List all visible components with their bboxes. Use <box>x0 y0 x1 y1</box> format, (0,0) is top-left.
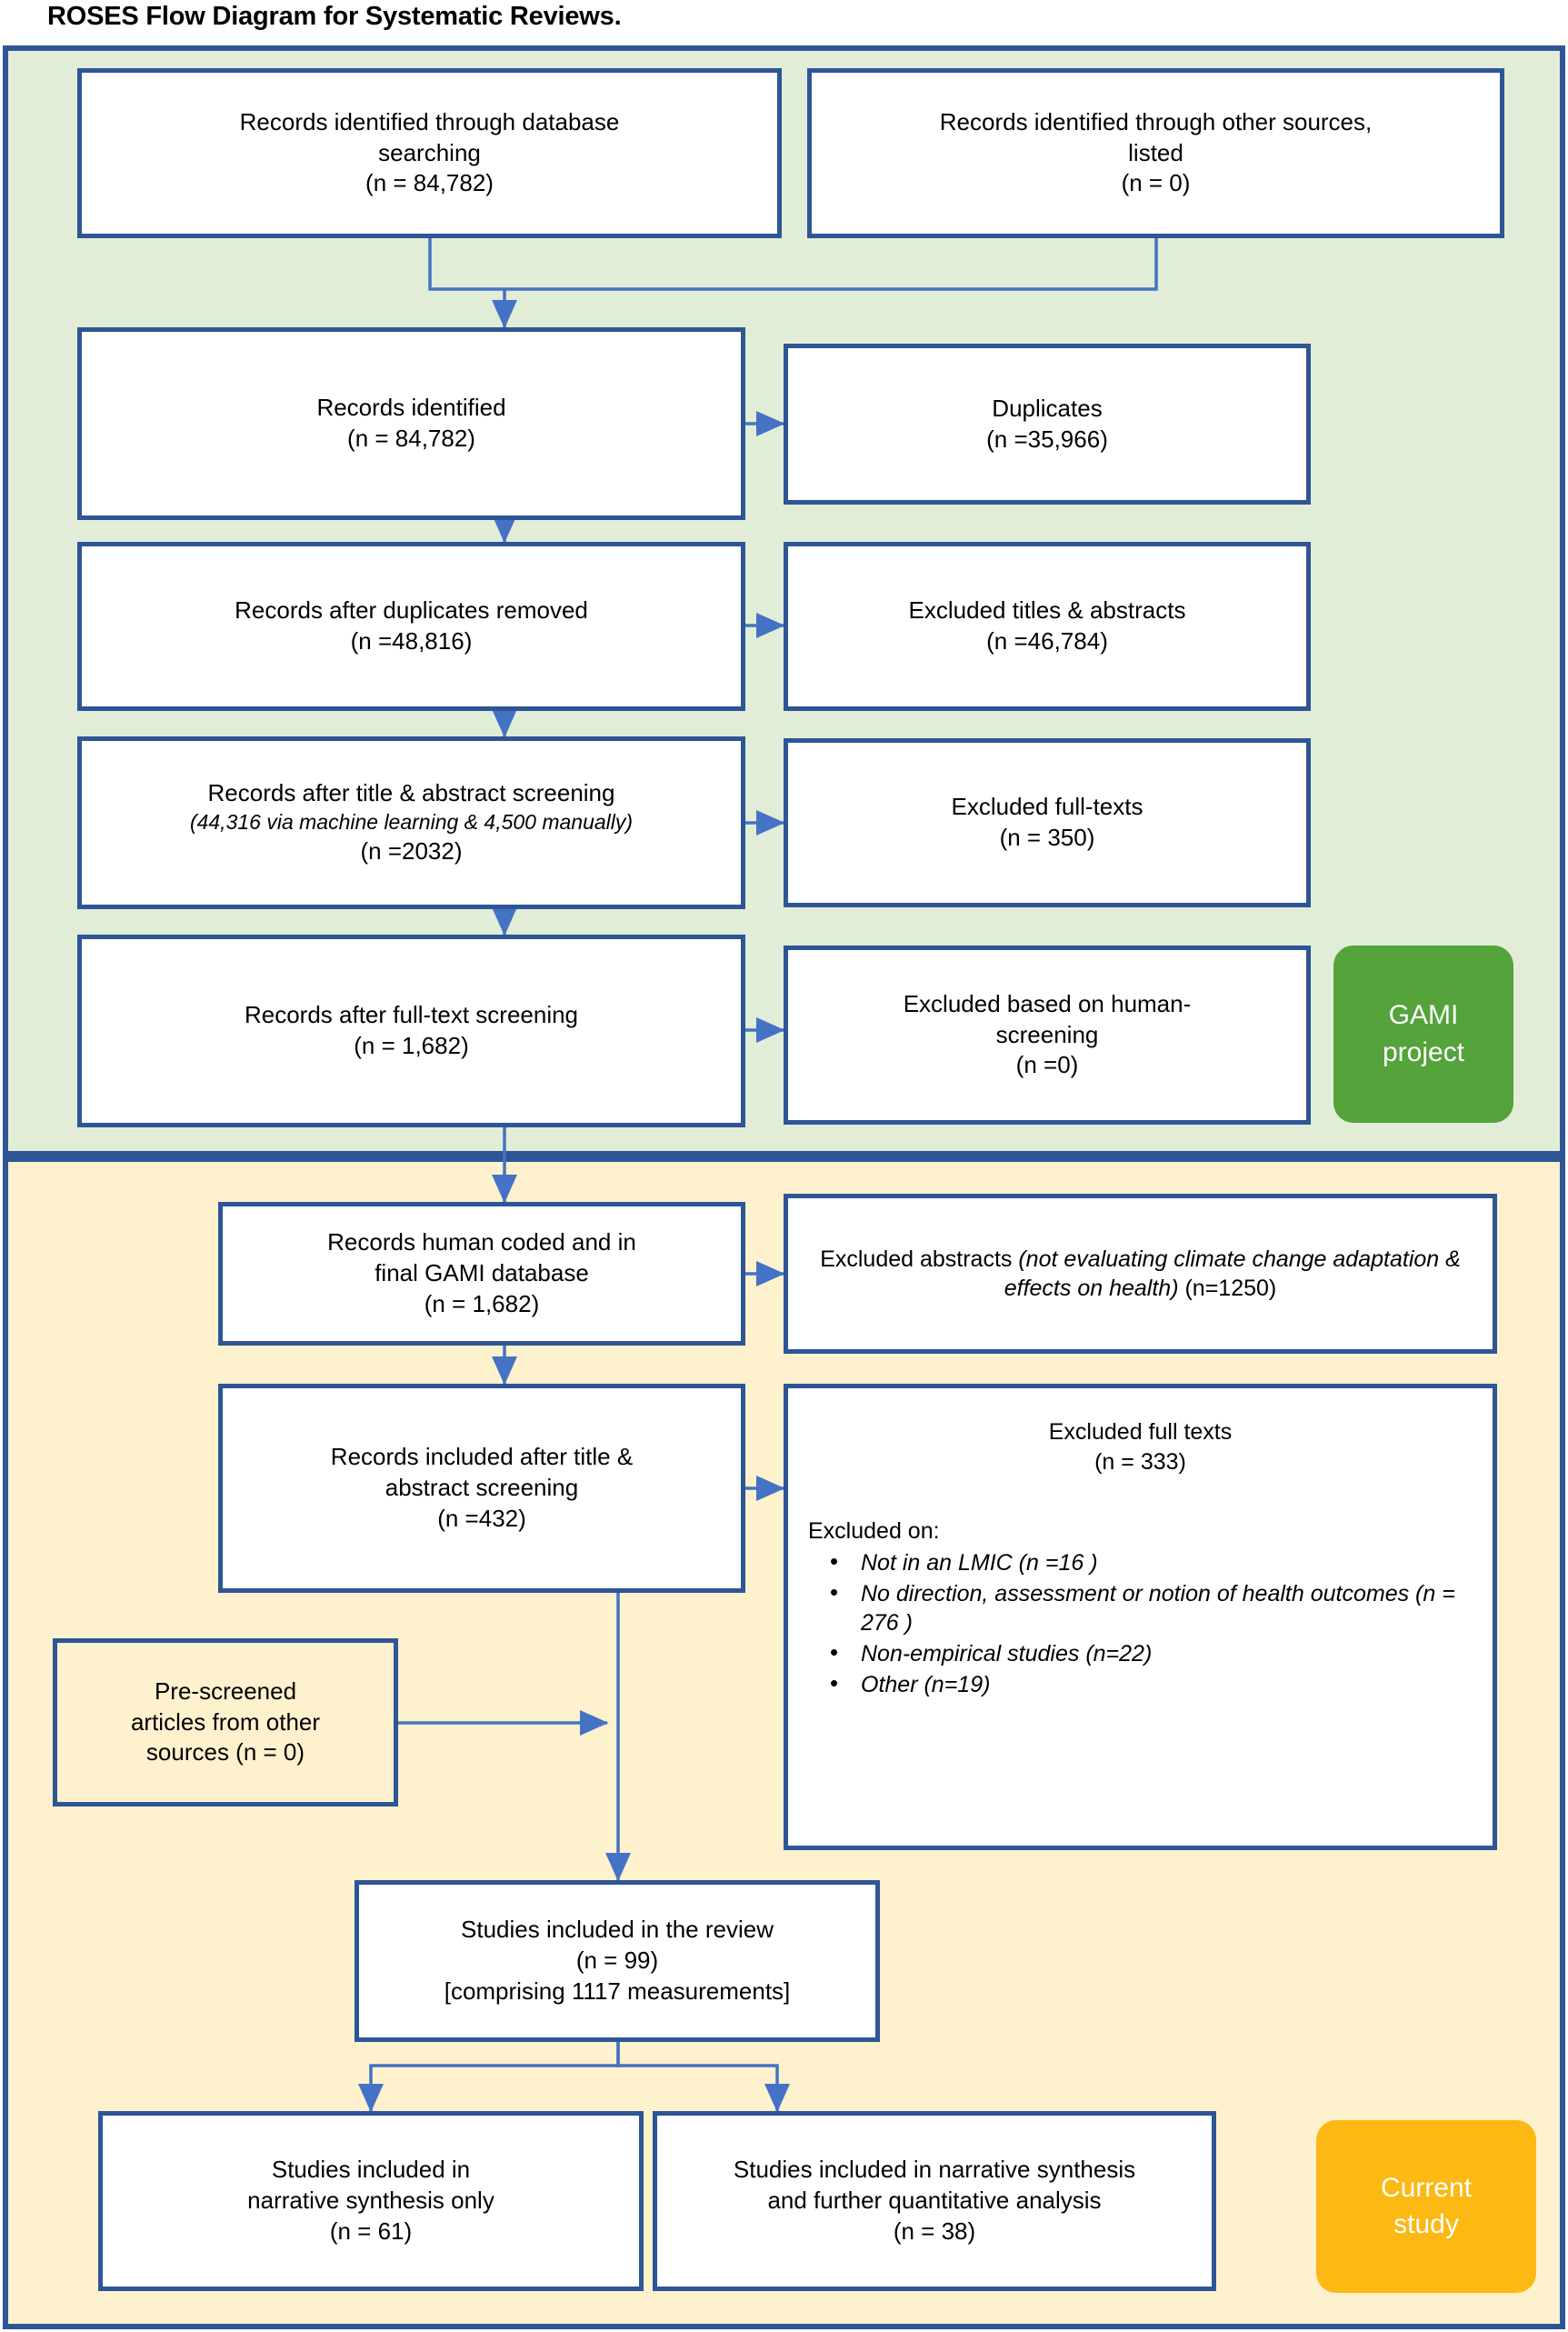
box-records-after-title-abstract-screening: Records after title & abstract screening… <box>77 736 745 909</box>
box-line-1: Excluded based on human- <box>903 989 1192 1017</box>
excluded-abstracts-prefix: Excluded abstracts <box>820 1246 1019 1272</box>
box-line-2: and further quantitative analysis <box>767 2187 1102 2215</box>
box-records-after-duplicates-removed: Records after duplicates removed (n =48,… <box>77 542 745 711</box>
box-line-1: Studies included in the review <box>461 1916 774 1944</box>
box-line-2: (n =48,816) <box>350 627 473 655</box>
tag-line-2: study <box>1393 2209 1459 2239</box>
tag-line-2: project <box>1382 1036 1465 1067</box>
box-line-3: (n = 0) <box>1121 169 1191 197</box>
box-line-2: narrative synthesis only <box>247 2187 494 2215</box>
box-records-after-full-text-screening: Records after full-text screening (n = 1… <box>77 935 745 1127</box>
box-line-2: screening <box>995 1020 1099 1048</box>
box-studies-included-in-review: Studies included in the review (n = 99) … <box>355 1880 880 2042</box>
box-records-database-searching: Records identified through database sear… <box>77 68 782 238</box>
box-line-3: [comprising 1117 measurements] <box>444 1977 791 2005</box>
excluded-reasons-list: Not in an LMIC (n =16 ) No direction, as… <box>808 1546 1473 1699</box>
box-line-2: (n = 350) <box>999 824 1095 851</box>
box-records-included-after-title-abstract: Records included after title & abstract … <box>218 1384 745 1593</box>
excluded-full-texts-count: (n = 333) <box>1094 1448 1186 1475</box>
box-records-identified: Records identified (n = 84,782) <box>77 327 745 520</box>
box-line-3: (n =0) <box>1015 1051 1079 1079</box>
excluded-on-heading: Excluded on: <box>808 1518 940 1544</box>
box-line-1: Excluded titles & abstracts <box>908 596 1186 625</box>
box-line-2: abstract screening <box>385 1474 579 1502</box>
box-excluded-full-texts-detail: Excluded full texts (n = 333) Excluded o… <box>784 1384 1497 1850</box>
box-excluded-titles-abstracts: Excluded titles & abstracts (n =46,784) <box>784 542 1311 711</box>
box-line-2: (n = 99) <box>575 1947 659 1975</box>
box-studies-narrative-synthesis-only: Studies included in narrative synthesis … <box>98 2111 644 2291</box>
box-line-3: (n = 84,782) <box>365 169 494 197</box>
current-study-tag: Current study <box>1316 2120 1536 2293</box>
box-line-1: Records after full-text screening <box>244 1001 579 1029</box>
box-line-2: (n =35,966) <box>986 425 1108 453</box>
box-line-3: sources (n = 0) <box>145 1738 305 1767</box>
tag-line-1: GAMI <box>1388 1000 1459 1030</box>
box-studies-narrative-and-quantitative: Studies included in narrative synthesis … <box>653 2111 1216 2291</box>
box-line-1: Records after duplicates removed <box>235 596 588 625</box>
box-line-3: (n = 1,682) <box>424 1289 540 1317</box>
box-line-1: Records human coded and in <box>327 1228 636 1256</box>
box-line-3: (n = 38) <box>893 2217 976 2245</box>
box-line-1: Records after title & abstract screening <box>207 779 615 807</box>
box-line-1: Studies included in narrative synthesis <box>733 2156 1136 2184</box>
box-line-3: (n = 61) <box>329 2217 413 2245</box>
box-records-other-sources: Records identified through other sources… <box>807 68 1504 238</box>
box-line-1: Records identified through other sources… <box>939 107 1373 135</box>
box-line-2: (44,316 via machine learning & 4,500 man… <box>189 810 634 835</box>
page-title: ROSES Flow Diagram for Systematic Review… <box>47 2 622 31</box>
box-excluded-full-texts: Excluded full-texts (n = 350) <box>784 738 1311 907</box>
box-line-2: final GAMI database <box>375 1259 589 1287</box>
box-line-2: (n =46,784) <box>986 627 1108 655</box>
excluded-abstracts-reason: (not evaluating climate change adaptatio… <box>1004 1246 1461 1302</box>
box-duplicates: Duplicates (n =35,966) <box>784 344 1311 505</box>
box-line-2: articles from other <box>130 1707 321 1736</box>
list-item: Non-empirical studies (n=22) <box>821 1637 1473 1668</box>
list-item: Other (n=19) <box>821 1668 1473 1699</box>
box-line-3: (n =2032) <box>360 836 463 865</box>
list-item: No direction, assessment or notion of he… <box>821 1577 1473 1637</box>
excluded-full-texts-title: Excluded full texts <box>1048 1419 1233 1445</box>
box-line-1: Duplicates <box>992 394 1103 422</box>
box-line-1: Studies included in <box>271 2156 471 2184</box>
box-line-1: Excluded full-texts <box>951 793 1144 821</box>
excluded-abstracts-count: (n=1250) <box>1178 1276 1277 1301</box>
box-line-1: Records identified <box>316 394 506 422</box>
box-line-2: (n = 1,682) <box>354 1032 469 1059</box>
box-line-1: Pre-screened <box>154 1676 297 1705</box>
tag-line-1: Current <box>1380 2172 1473 2203</box>
box-excluded-human-screening: Excluded based on human- screening (n =0… <box>784 946 1311 1125</box>
box-line-1: Records included after title & <box>330 1443 634 1471</box>
box-line-2: (n = 84,782) <box>347 425 475 452</box>
box-prescreened-articles: Pre-screened articles from other sources… <box>53 1638 398 1807</box>
list-item: Not in an LMIC (n =16 ) <box>821 1546 1473 1577</box>
gami-project-tag: GAMI project <box>1333 946 1513 1123</box>
box-records-human-coded: Records human coded and in final GAMI da… <box>218 1202 745 1346</box>
box-line-3: (n =432) <box>437 1504 526 1532</box>
box-line-1: Records identified through database <box>239 107 620 135</box>
box-line-2: searching <box>378 138 481 166</box>
box-excluded-abstracts: Excluded abstracts (not evaluating clima… <box>784 1194 1497 1354</box>
box-line-2: listed <box>1128 138 1183 166</box>
